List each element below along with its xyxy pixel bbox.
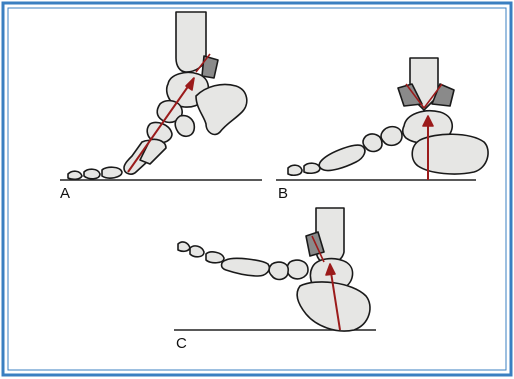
panel-b-cuneiform (363, 134, 382, 151)
panel-a-tibia (176, 12, 206, 72)
panel-b-label: B (278, 186, 288, 201)
panel-b-navicular (381, 127, 402, 146)
panel-a-phalanx-3 (68, 171, 82, 179)
panel-b-phalanx-2 (288, 165, 302, 175)
panel-a-phalanx-2 (84, 169, 100, 179)
panel-c-phalanx-2 (190, 246, 204, 257)
panel-c-label: C (176, 336, 187, 351)
panel-c-navicular (287, 260, 308, 279)
panel-c-phalanx-1 (206, 252, 224, 263)
panel-a-cuboid (175, 116, 194, 137)
panel-c-cuneiform (269, 262, 288, 279)
panel-a-phalanx-1 (102, 167, 122, 178)
panel-a-label: A (60, 186, 70, 201)
panel-b-calcaneus (412, 134, 488, 174)
panel-b-phalanx-1 (304, 163, 320, 173)
